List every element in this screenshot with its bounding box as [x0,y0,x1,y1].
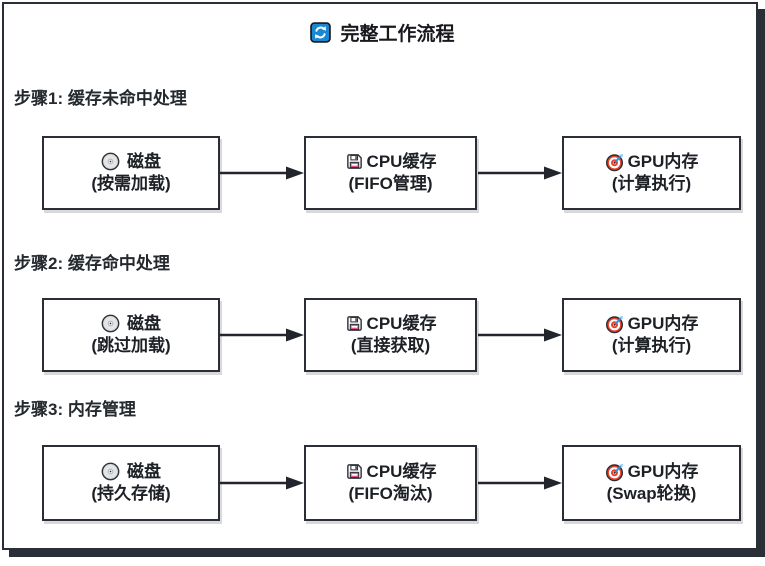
node-subtitle: (Swap轮换) [606,484,697,503]
cd-icon [101,462,120,481]
node-disk-step3: 磁盘 (持久存储) [42,445,220,521]
node-title: GPU内存 [627,461,699,481]
arrow-right-icon [220,476,304,490]
node-title: GPU内存 [627,151,699,171]
diagram-title-text: 完整工作流程 [340,23,455,45]
arrow-right-icon [220,166,304,180]
node-title: 磁盘 [127,461,161,481]
floppy-disk-icon [345,314,364,333]
diagram-title: 完整工作流程 [0,18,765,46]
target-icon [605,314,625,334]
node-title: GPU内存 [627,313,699,333]
node-gpu-memory-step2: GPU内存 (计算执行) [562,298,741,372]
node-cpu-cache-step3: CPU缓存 (FIFO淘汰) [304,445,477,521]
node-disk-step1: 磁盘 (按需加载) [42,136,220,210]
step3-label: 步骤3: 内存管理 [14,400,136,419]
node-subtitle: (计算执行) [611,336,692,355]
node-subtitle: (直接获取) [350,336,431,355]
target-icon [605,152,625,172]
node-cpu-cache-step2: CPU缓存 (直接获取) [304,298,477,372]
cd-icon [101,152,120,171]
node-subtitle: (按需加载) [91,174,171,193]
node-disk-step2: 磁盘 (跳过加载) [42,298,220,372]
node-gpu-memory-step3: GPU内存 (Swap轮换) [562,445,741,521]
node-subtitle: (计算执行) [611,174,692,193]
target-icon [605,462,625,482]
arrow-right-icon [220,328,304,342]
floppy-disk-icon [345,152,364,171]
arrow-right-icon [478,166,562,180]
node-title: 磁盘 [127,313,161,333]
arrow-right-icon [478,476,562,490]
cd-icon [101,314,120,333]
node-cpu-cache-step1: CPU缓存 (FIFO管理) [304,136,477,210]
node-title: 磁盘 [127,151,161,171]
node-title: CPU缓存 [366,151,437,171]
node-title: CPU缓存 [366,461,437,481]
arrow-right-icon [478,328,562,342]
node-subtitle: (FIFO淘汰) [348,484,433,503]
floppy-disk-icon [345,462,364,481]
node-subtitle: (FIFO管理) [348,174,433,193]
node-gpu-memory-step1: GPU内存 (计算执行) [562,136,741,210]
step1-label: 步骤1: 缓存未命中处理 [14,89,187,108]
step2-label: 步骤2: 缓存命中处理 [14,254,170,273]
refresh-icon [310,21,332,43]
node-title: CPU缓存 [366,313,437,333]
node-subtitle: (跳过加载) [91,336,171,355]
node-subtitle: (持久存储) [91,484,171,503]
